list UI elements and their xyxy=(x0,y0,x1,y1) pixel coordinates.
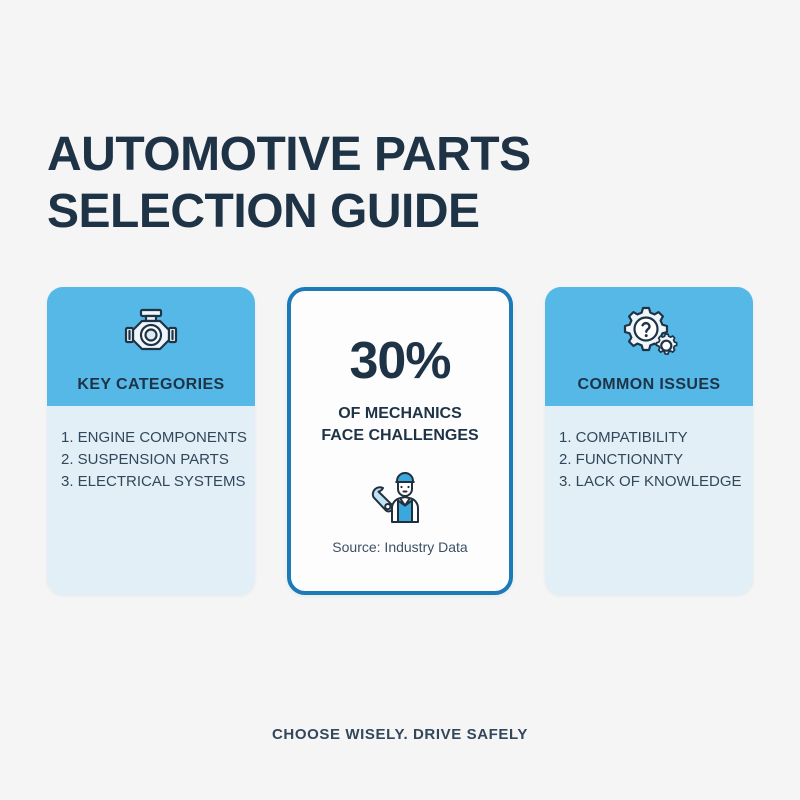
list-item: 1. COMPATIBILITY xyxy=(559,429,688,446)
card-key-categories: KEY CATEGORIES 1. ENGINE COMPONENTS 2. S… xyxy=(47,287,255,595)
card-key-categories-header: KEY CATEGORIES xyxy=(47,287,255,406)
stat-caption-line-1: OF MECHANICS xyxy=(338,405,462,422)
page-title-line-2: SELECTION GUIDE xyxy=(47,184,480,238)
stat-source: Source: Industry Data xyxy=(332,539,468,555)
card-common-issues-body: 1. COMPATIBILITY 2. FUNCTIONNTY 3. LACK … xyxy=(545,406,753,493)
card-key-categories-title: KEY CATEGORIES xyxy=(77,376,225,393)
card-key-categories-body: 1. ENGINE COMPONENTS 2. SUSPENSION PARTS… xyxy=(47,406,255,493)
list-item: 3. ELECTRICAL SYSTEMS xyxy=(61,473,246,490)
page-title-line-1: AUTOMOTIVE PARTS xyxy=(47,128,531,182)
page-title: AUTOMOTIVE PARTS SELECTION GUIDE xyxy=(47,127,667,240)
list-item: 2. FUNCTIONNTY xyxy=(559,451,684,468)
card-common-issues: COMMON ISSUES 1. COMPATIBILITY 2. FUNCTI… xyxy=(545,287,753,595)
list-item: 1. ENGINE COMPONENTS xyxy=(61,429,247,446)
engine-icon xyxy=(47,287,255,376)
card-common-issues-header: COMMON ISSUES xyxy=(545,287,753,406)
mechanic-with-wrench-icon xyxy=(367,463,433,525)
stat-value: 30% xyxy=(349,332,451,390)
stat-caption-line-2: FACE CHALLENGES xyxy=(321,427,479,444)
list-item: 2. SUSPENSION PARTS xyxy=(61,451,229,468)
card-common-issues-title: COMMON ISSUES xyxy=(577,376,721,393)
footer-tagline: CHOOSE WISELY. DRIVE SAFELY xyxy=(272,726,528,743)
gears-question-icon xyxy=(545,287,753,376)
stat-caption: OF MECHANICS FACE CHALLENGES xyxy=(321,403,478,447)
list-item: 3. LACK OF KNOWLEDGE xyxy=(559,473,742,490)
card-stat-highlight: 30% OF MECHANICS FACE CHALLENGES xyxy=(287,287,513,595)
cards-row: KEY CATEGORIES 1. ENGINE COMPONENTS 2. S… xyxy=(47,287,753,595)
